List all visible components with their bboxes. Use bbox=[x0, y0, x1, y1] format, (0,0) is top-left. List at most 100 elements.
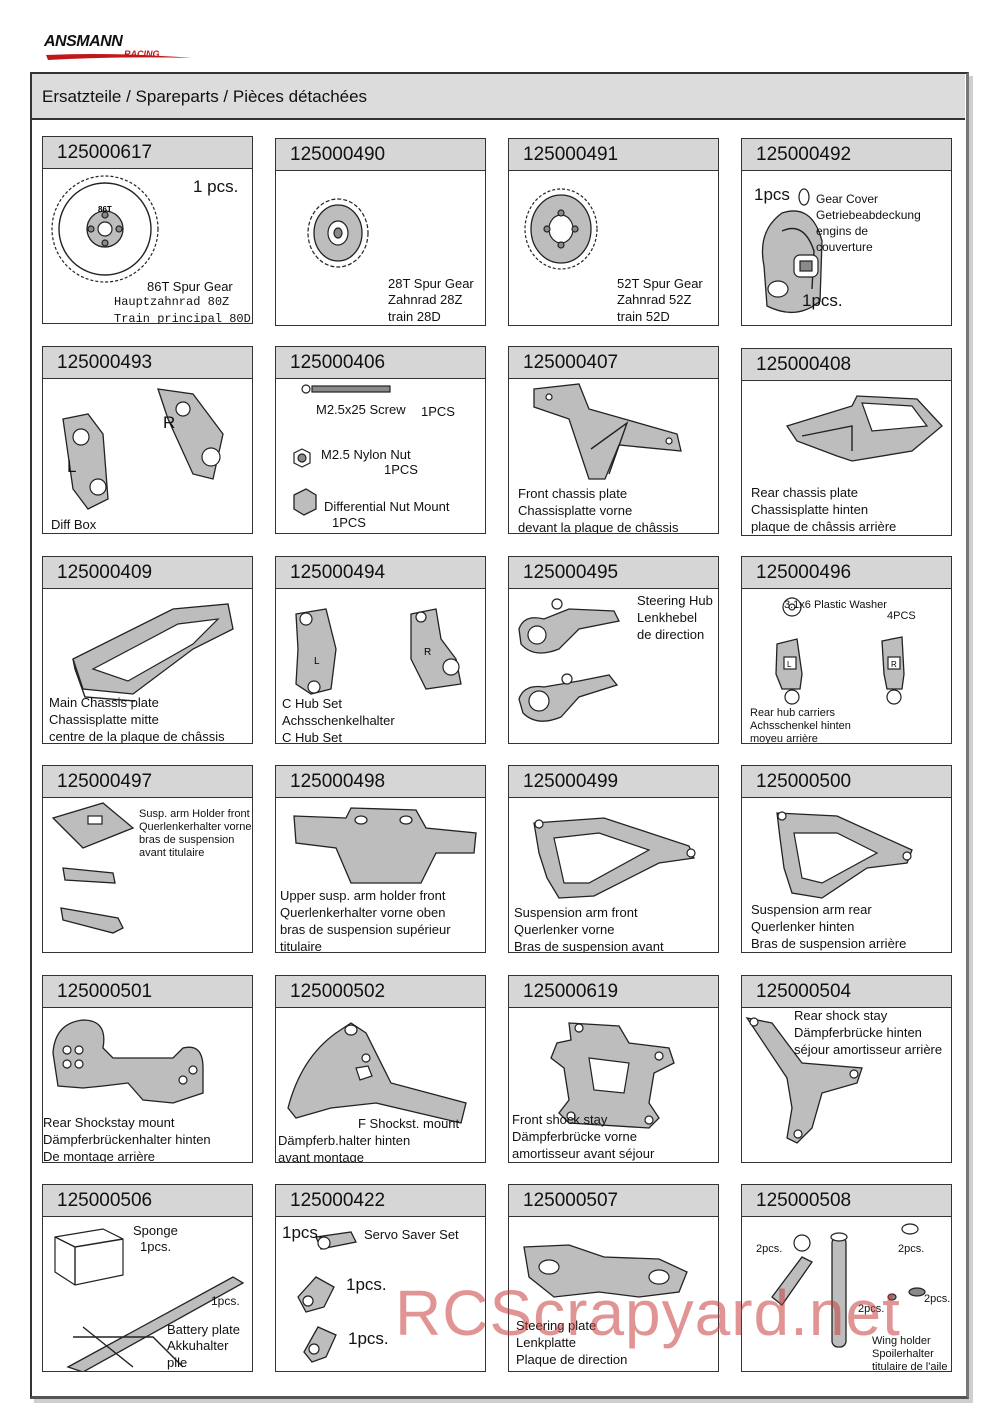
washer-qty: 4PCS bbox=[887, 610, 916, 622]
quantity-3: 1pcs. bbox=[348, 1329, 389, 1348]
desc-line-4: couverture bbox=[816, 240, 873, 254]
desc-line-3: plaque de châssis arrière bbox=[751, 519, 897, 534]
part-number: 125000504 bbox=[742, 976, 951, 1008]
desc-line-3: bras de suspension bbox=[139, 834, 235, 846]
desc-line-1: 86T Spur Gear bbox=[147, 279, 233, 294]
desc-line-1: 52T Spur Gear bbox=[617, 276, 703, 291]
desc-line-1: Susp. arm Holder front bbox=[139, 808, 250, 820]
desc-line-3: amortisseur avant séjour bbox=[512, 1146, 655, 1161]
set-title: Servo Saver Set bbox=[364, 1227, 459, 1242]
desc-line-1: Gear Cover bbox=[816, 192, 879, 206]
gear-tooth-label: 86T bbox=[98, 205, 112, 214]
spur-gear-28t-drawing bbox=[276, 171, 485, 325]
servo-saver-set-drawing bbox=[276, 1217, 485, 1371]
desc-line-3: Bras de suspension arrière bbox=[751, 936, 907, 951]
svg-text:R: R bbox=[424, 647, 431, 658]
quantity-2: 1pcs. bbox=[346, 1275, 387, 1294]
desc-line-2: Hauptzahnrad 80Z bbox=[114, 295, 230, 309]
item-2-name: M2.5 Nylon Nut bbox=[321, 447, 411, 462]
desc-line-2: Dämpferbrücke hinten bbox=[794, 1025, 922, 1040]
desc-line-2: Querlenkerhalter vorne bbox=[139, 821, 252, 833]
part-number: 125000495 bbox=[509, 557, 718, 589]
extra-label: F Shockst. mount bbox=[358, 1116, 460, 1131]
desc-line-2: Dämpferbrücke vorne bbox=[512, 1129, 637, 1144]
quantity-1: 1pcs. bbox=[282, 1223, 323, 1242]
rear-chassis-plate-drawing bbox=[742, 381, 951, 535]
part-card-125000500: 125000500 Suspension arm rear Querlenker… bbox=[741, 765, 952, 953]
svg-text:L: L bbox=[314, 656, 320, 667]
part-number: 125000490 bbox=[276, 139, 485, 171]
desc-line-4: titulaire bbox=[280, 939, 322, 953]
quantity-1: 1pcs bbox=[754, 185, 790, 204]
part-card-125000499: 125000499 Suspension arm front Querlenke… bbox=[508, 765, 719, 953]
part-number: 125000493 bbox=[43, 347, 252, 379]
part-card-125000508: 125000508 2pcs. 2pcs. 2pcs. 2pcs. Wing h… bbox=[741, 1184, 952, 1372]
logo-swoosh-icon bbox=[46, 54, 192, 60]
desc-line-2: Spoilerhalter bbox=[872, 1348, 934, 1360]
desc-line-1: Main Chassis plate bbox=[49, 695, 159, 710]
desc-line-4: avant titulaire bbox=[139, 847, 205, 859]
desc-line-1: Steering Hub bbox=[637, 593, 713, 608]
desc-line-3: séjour amortisseur arrière bbox=[794, 1042, 943, 1057]
label-l: L bbox=[67, 457, 77, 476]
desc-line-2: Lenkhebel bbox=[637, 610, 697, 625]
desc-line-3: train 28D bbox=[388, 309, 441, 324]
item-1-qty: 1PCS bbox=[421, 404, 455, 419]
desc-line-1: Rear hub carriers bbox=[750, 707, 835, 719]
label-r: R bbox=[163, 413, 176, 432]
upper-susp-arm-holder-drawing bbox=[276, 798, 485, 952]
part-card-125000502: 125000502 F Shockst. mount Dämpferb.halt… bbox=[275, 975, 486, 1163]
rear-shock-stay-drawing bbox=[742, 1008, 951, 1162]
part-number: 125000619 bbox=[509, 976, 718, 1008]
part-card-125000498: 125000498 Upper susp. arm holder front Q… bbox=[275, 765, 486, 953]
part-card-125000492: 125000492 1pcs Gear Cover Getriebeabdeck… bbox=[741, 138, 952, 326]
desc-line-2: Querlenker hinten bbox=[751, 919, 855, 934]
main-chassis-plate-drawing bbox=[43, 589, 252, 743]
front-shock-stay-drawing bbox=[509, 1008, 718, 1162]
sponge-label: Sponge bbox=[133, 1223, 178, 1238]
desc-line-3: Bras de suspension avant bbox=[514, 939, 664, 953]
desc-line-1: Front shock stay bbox=[512, 1112, 608, 1127]
desc-line-1: Rear chassis plate bbox=[751, 485, 858, 500]
page-frame bbox=[30, 72, 969, 1399]
desc-line-2: Lenkplatte bbox=[516, 1335, 576, 1350]
part-card-125000506: 125000506 Sponge 1pcs. 1pcs. Battery pla… bbox=[42, 1184, 253, 1372]
desc-line-1: 28T Spur Gear bbox=[388, 276, 474, 291]
item-3-name: Differential Nut Mount bbox=[324, 499, 450, 514]
desc-line-1: Wing holder bbox=[872, 1335, 931, 1347]
desc-line-1: Steering plate bbox=[516, 1318, 597, 1333]
item-2-qty: 1PCS bbox=[384, 462, 418, 477]
desc-line-3: Train principal 80D bbox=[114, 312, 251, 324]
wing-holder-drawing bbox=[742, 1217, 951, 1371]
desc-line-1: Upper susp. arm holder front bbox=[280, 888, 446, 903]
desc-line-1: C Hub Set bbox=[282, 696, 342, 711]
desc-line-2: Chassisplatte hinten bbox=[751, 502, 869, 517]
desc-line-2: Chassisplatte vorne bbox=[518, 503, 633, 518]
desc-line-3: bras de suspension supérieur bbox=[280, 922, 451, 937]
item-1-name: M2.5x25 Screw bbox=[316, 402, 406, 417]
desc-line-2: Chassisplatte mitte bbox=[49, 712, 159, 727]
part-number: 125000407 bbox=[509, 347, 718, 379]
desc-line-1: Diff Box bbox=[51, 517, 97, 532]
washer-label: 3.1x6 Plastic Washer bbox=[784, 599, 887, 611]
part-number: 125000406 bbox=[276, 347, 485, 379]
desc-line-1: Rear shock stay bbox=[794, 1008, 888, 1023]
section-header: Ersatzteile / Spareparts / Pièces détach… bbox=[32, 74, 965, 120]
front-shockstay-mount-drawing bbox=[276, 1008, 485, 1162]
desc-line-3: C Hub Set bbox=[282, 730, 342, 744]
quantity-3: 2pcs. bbox=[924, 1293, 951, 1305]
desc-line-1: Rear Shockstay mount bbox=[43, 1115, 175, 1130]
suspension-arm-rear-drawing bbox=[742, 798, 951, 952]
desc-line-2: Achsschenkelhalter bbox=[282, 713, 395, 728]
rear-shockstay-mount-drawing bbox=[43, 1008, 252, 1162]
logo-sub: RACING bbox=[124, 49, 160, 59]
logo-brand: ANSMANN bbox=[44, 33, 123, 50]
desc-line-3: titulaire de l'aile bbox=[872, 1361, 948, 1372]
desc-line-2: Getriebeabdeckung bbox=[816, 208, 921, 222]
battery-plate-sponge-drawing bbox=[43, 1217, 252, 1371]
part-number: 125000408 bbox=[742, 349, 951, 381]
part-card-125000407: 125000407 Front chassis plate Chassispla… bbox=[508, 346, 719, 534]
desc-line-2: Achsschenkel hinten bbox=[750, 720, 851, 732]
desc-line-2: Akkuhalter bbox=[167, 1338, 229, 1353]
